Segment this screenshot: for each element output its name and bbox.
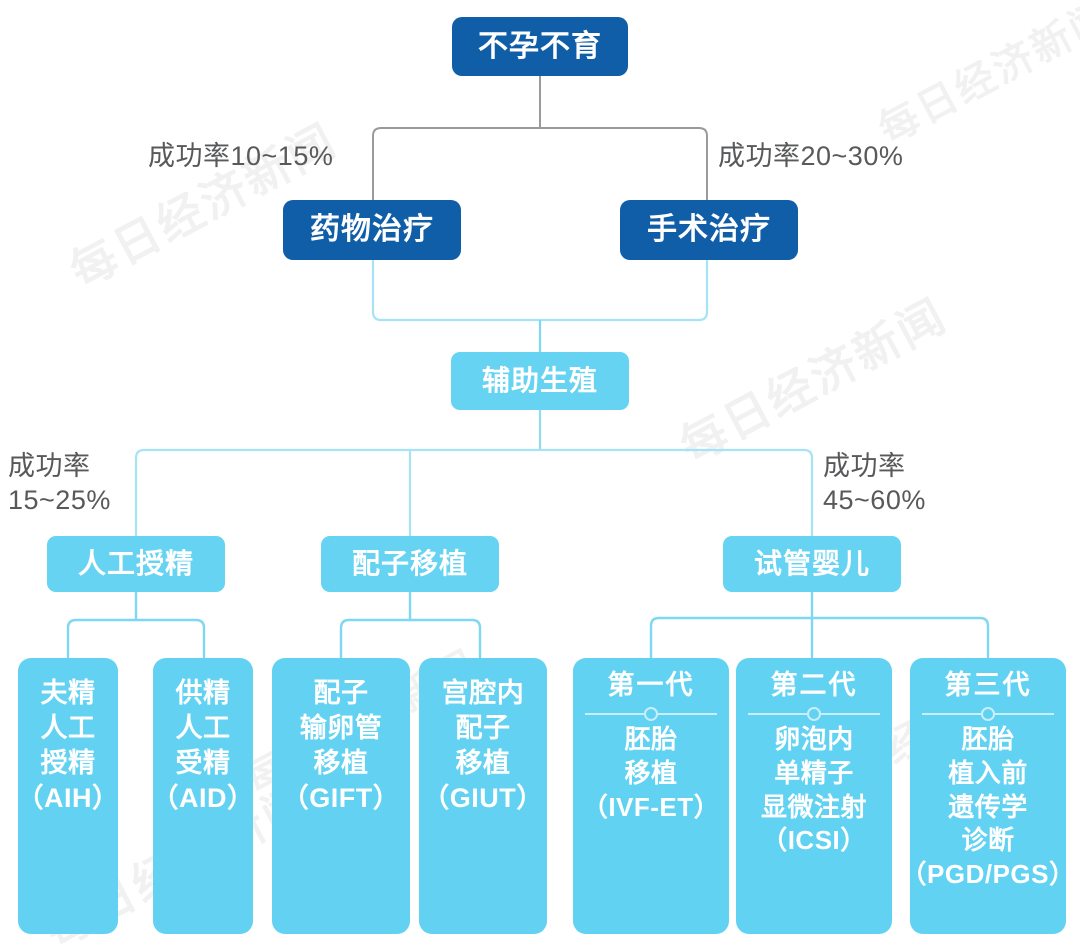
leaf-icsi[interactable]: 第二代 卵泡内 单精子 显微注射 （ICSI） [736,658,892,934]
rate-label-ivf: 成功率 45~60% [823,451,926,515]
generation-divider-icon [585,707,717,722]
node-label: 配子移植 [351,548,468,580]
node-surgical-therapy[interactable]: 手术治疗 [620,200,798,260]
leaf-giut[interactable]: 宫腔内 配子 移植 （GIUT） [419,658,547,934]
node-label: 药物治疗 [310,213,434,247]
generation-divider-icon [748,707,880,722]
node-label: 手术治疗 [647,213,771,247]
node-label: 辅助生殖 [481,365,598,397]
node-label: 人工授精 [77,548,194,580]
leaf-aid[interactable]: 供精 人工 受精 （AID） [151,658,255,934]
leaf-ivf-et[interactable]: 第一代 胚胎 移植 （IVF-ET） [573,658,729,934]
generation-title: 第三代 [944,670,1032,700]
node-label: 胚胎 植入前 遗传学 诊断 （PGD/PGS） [900,724,1076,890]
node-label: 供精 人工 受精 （AID） [151,678,255,814]
node-label: 配子 输卵管 移植 （GIFT） [281,678,401,814]
node-label: 不孕不育 [478,29,602,63]
node-label: 试管婴儿 [753,548,870,580]
watermark: 每日经济新闻 [671,288,956,473]
watermark: 每日经济新闻 [871,0,1080,153]
node-label: 卵泡内 单精子 显微注射 （ICSI） [760,724,867,856]
leaf-gift[interactable]: 配子 输卵管 移植 （GIFT） [272,658,410,934]
node-label: 夫精 人工 授精 （AIH） [16,678,120,814]
node-label: 胚胎 移植 （IVF-ET） [581,724,721,822]
leaf-pgd-pgs[interactable]: 第三代 胚胎 植入前 遗传学 诊断 （PGD/PGS） [901,658,1075,934]
node-label: 宫腔内 配子 移植 （GIUT） [422,678,544,814]
node-gamete-transfer[interactable]: 配子移植 [321,536,499,592]
node-assisted-reproduction[interactable]: 辅助生殖 [451,352,629,410]
rate-label-artificial-insemination: 成功率 15~25% [8,451,111,515]
node-ivf[interactable]: 试管婴儿 [723,536,901,592]
generation-title: 第一代 [607,670,695,700]
rate-label-surgical-therapy: 成功率20~30% [718,141,904,171]
node-artificial-insemination[interactable]: 人工授精 [47,536,225,592]
generation-divider-icon [922,707,1054,722]
node-drug-therapy[interactable]: 药物治疗 [283,200,461,260]
leaf-aih[interactable]: 夫精 人工 授精 （AIH） [16,658,120,934]
node-root-infertility[interactable]: 不孕不育 [452,17,628,76]
generation-title: 第二代 [770,670,858,700]
rate-label-drug-therapy: 成功率10~15% [148,141,334,171]
